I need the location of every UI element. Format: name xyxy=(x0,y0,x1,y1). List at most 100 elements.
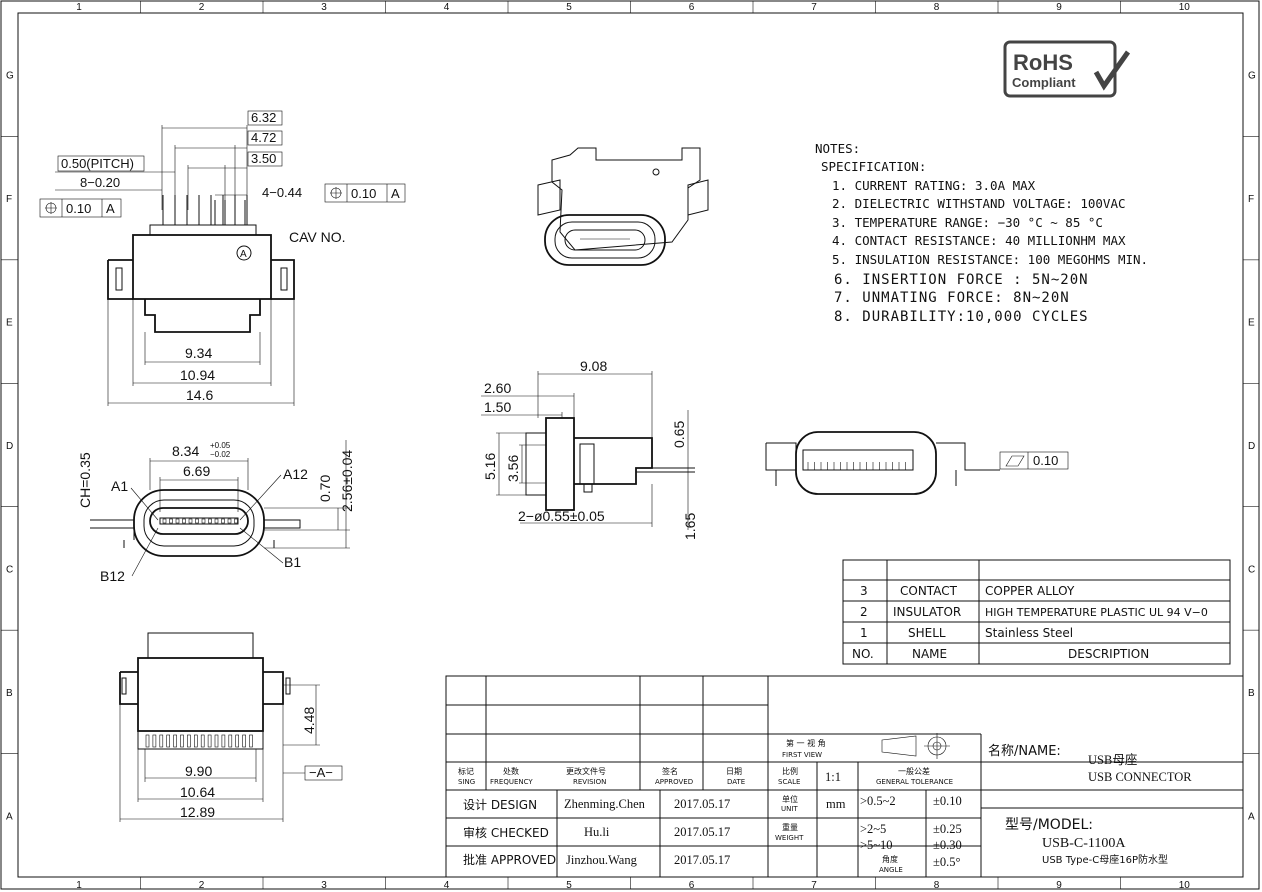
bottom-pin xyxy=(221,734,226,748)
zone-col-label: 8 xyxy=(934,880,940,891)
zone-row-label: F xyxy=(6,194,12,205)
dim-8-020: 8−0.20 xyxy=(80,175,120,190)
note-6: 6. INSERTION FORCE : 5N~20N xyxy=(834,272,1089,288)
model-desc: USB Type-C母座16P防水型 xyxy=(1042,853,1168,866)
pin-b12-label: B12 xyxy=(100,568,125,584)
zone-col-label: 6 xyxy=(689,2,695,13)
bottom-pin xyxy=(228,734,233,748)
zone-col-label: 4 xyxy=(444,2,450,13)
dim-8-34-upper: +0.05 xyxy=(210,441,231,450)
rev-freq-cn: 处数 xyxy=(503,766,519,776)
zone-row-label: B xyxy=(1248,688,1255,699)
bottom-pin xyxy=(200,734,205,748)
fcf-left-value: 0.10 xyxy=(66,201,91,216)
zone-row-label: E xyxy=(6,318,13,329)
section-view: 0.10 xyxy=(765,431,1069,495)
zone-col-label: 2 xyxy=(199,2,205,13)
check-icon xyxy=(1093,50,1131,91)
dim-9-08: 9.08 xyxy=(580,358,607,374)
zone-row-label: C xyxy=(1248,564,1255,575)
zone-row-label: A xyxy=(1248,811,1255,822)
dim-10-94: 10.94 xyxy=(180,367,215,383)
contact-pin xyxy=(182,518,186,524)
bottom-pin xyxy=(249,734,253,748)
flatness-frame xyxy=(999,451,1069,470)
tol-cn: 一般公差 xyxy=(898,766,930,776)
dim-1-50: 1.50 xyxy=(484,399,511,415)
unit-en: UNIT xyxy=(781,805,798,813)
dim-8-34-lower: −0.02 xyxy=(210,450,231,459)
zone-col-label: 9 xyxy=(1056,880,1062,891)
dim-14-6: 14.6 xyxy=(186,387,213,403)
rohs-logo: RoHS Compliant xyxy=(1003,40,1131,98)
bottom-pin xyxy=(152,734,157,748)
note-2: 2. DIELECTRIC WITHSTAND VOLTAGE: 100VAC xyxy=(832,196,1126,211)
bottom-pin xyxy=(187,734,191,748)
contact-pin xyxy=(221,518,225,524)
top-view-body xyxy=(132,234,272,300)
cav-mark: A xyxy=(240,249,247,260)
dim-5-16: 5.16 xyxy=(482,453,498,480)
pin-a12-label: A12 xyxy=(283,466,308,482)
name-cn: USB母座 xyxy=(1088,752,1137,767)
zone-col-label: 9 xyxy=(1056,2,1062,13)
dim-0-65: 0.65 xyxy=(671,421,687,448)
angle-cn: 角度 xyxy=(882,854,898,864)
bottom-pin xyxy=(214,734,219,748)
bottom-pin xyxy=(159,734,164,748)
zone-row-label: B xyxy=(6,688,13,699)
weight-en: WEIGHT xyxy=(775,834,804,842)
zone-row-label: F xyxy=(1248,194,1254,205)
bom-row-2-no: 2 xyxy=(860,605,868,619)
fcf-right-datum: A xyxy=(391,186,400,201)
fcf-right-value: 0.10 xyxy=(351,186,376,201)
role-approved-label: 批准 APPROVED xyxy=(463,852,556,867)
title-block: 标记 SING 处数 FREQUENCY 更改文件号 REVISION 签名 A… xyxy=(445,675,1244,878)
cav-mark-circle xyxy=(236,245,252,261)
tol-en: GENERAL TOLERANCE xyxy=(876,778,953,786)
zone-col-label: 3 xyxy=(321,880,327,891)
zone-col-label: 3 xyxy=(321,2,327,13)
bottom-pin xyxy=(180,734,184,748)
dim-4-044: 4−0.44 xyxy=(262,185,302,200)
note-1: 1. CURRENT RATING: 3.0A MAX xyxy=(832,178,1036,193)
isometric-view xyxy=(537,147,709,266)
zone-col-label: 10 xyxy=(1179,2,1191,13)
dim-pin-dia: 2−ø0.55±0.05 xyxy=(518,508,605,524)
dim-9-90: 9.90 xyxy=(185,763,212,779)
contact-pin xyxy=(195,518,199,524)
zone-row-label: G xyxy=(1248,71,1256,82)
bottom-pin xyxy=(145,734,150,748)
zone-col-label: 6 xyxy=(689,880,695,891)
bom-row-2-name: INSULATOR xyxy=(893,605,961,619)
role-checked-date: 2017.05.17 xyxy=(674,825,730,839)
role-checked-name: Hu.li xyxy=(584,825,610,839)
tol-range-3: >5~10 xyxy=(860,838,893,852)
rev-date-en: DATE xyxy=(727,778,745,786)
dim-3-56: 3.56 xyxy=(505,455,521,482)
side-view: 9.08 2.60 1.50 5.16 3.56 0.65 2−ø0.55±0.… xyxy=(481,358,698,540)
bottom-pin xyxy=(166,734,170,748)
bom-row-3-no: 3 xyxy=(860,584,868,598)
dim-6-69: 6.69 xyxy=(183,463,210,479)
note-7: 7. UNMATING FORCE: 8N~20N xyxy=(834,290,1070,306)
tol-value-3: ±0.30 xyxy=(933,838,962,852)
rohs-text: RoHS xyxy=(1013,50,1073,75)
role-design-name: Zhenming.Chen xyxy=(564,797,646,811)
bom-row-3-name: CONTACT xyxy=(900,584,958,598)
model-value: USB-C-1100A xyxy=(1042,836,1126,851)
first-view-en: FIRST VIEW xyxy=(782,751,822,759)
notes-title: NOTES: xyxy=(815,141,860,156)
dim-12-89: 12.89 xyxy=(180,804,215,820)
bom-header-desc: DESCRIPTION xyxy=(1068,647,1149,661)
dim-2-60: 2.60 xyxy=(484,380,511,396)
zone-row-label: E xyxy=(1248,318,1255,329)
front-view: 8.34 +0.05 −0.02 6.69 A1 A12 CH=0.35 0.7… xyxy=(77,440,355,584)
role-checked-label: 审核 CHECKED xyxy=(463,825,549,840)
contact-pin xyxy=(201,518,206,524)
bottom-pin xyxy=(207,734,212,748)
position-tolerance-frame-left xyxy=(39,198,122,218)
rev-approved-en: APPROVED xyxy=(655,778,693,786)
contact-pin xyxy=(227,518,232,524)
